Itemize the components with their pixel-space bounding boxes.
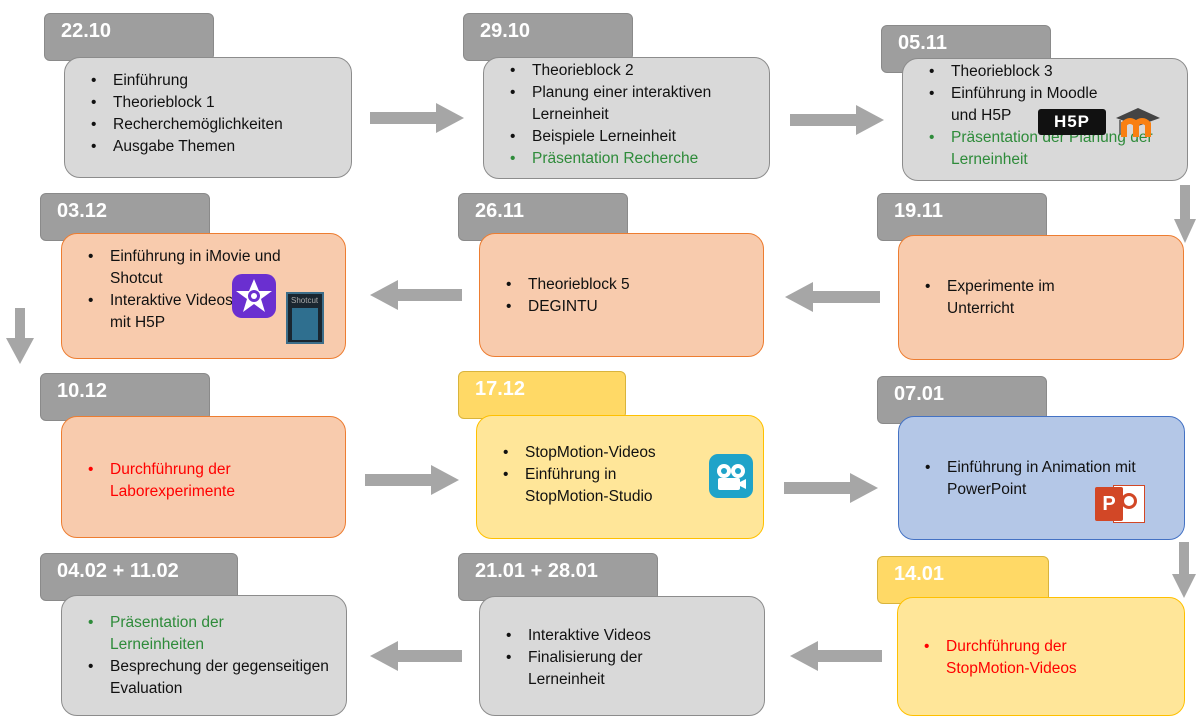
session-box-04-02-11-02: Präsentation der Lerneinheiten Besprechu… (61, 595, 347, 716)
session-box-05-11: Theorieblock 3 Einführung in Moodle und … (902, 58, 1188, 181)
h5p-logo-icon: H5P (1038, 109, 1106, 135)
session-box-26-11: Theorieblock 5 DEGINTU (479, 233, 764, 357)
list-item: Einführung in Moodle und H5P (923, 83, 1111, 127)
session-box-10-12: Durchführung der Laborexperimente (61, 416, 346, 538)
session-box-03-12: Einführung in iMovie und Shotcut Interak… (61, 233, 346, 359)
date-tab-19-11: 19.11 (877, 193, 1047, 241)
list-item: Experimente im Unterricht (919, 276, 1107, 320)
list-item: Finalisierung der Lerneinheit (500, 647, 698, 691)
session-box-19-11: Experimente im Unterricht (898, 235, 1184, 360)
session-box-17-12: StopMotion-Videos Einführung in StopMoti… (476, 415, 764, 539)
list-item: Beispiele Lerneinheit (504, 126, 759, 148)
arrow-down-icon (6, 308, 34, 364)
arrow-down-icon (1174, 185, 1196, 243)
list-item: Theorieblock 5 (500, 274, 753, 296)
date-tab-04-02-11-02: 04.02 + 11.02 (40, 553, 238, 601)
session-box-21-01-28-01: Interaktive Videos Finalisierung der Ler… (479, 596, 765, 716)
list-item: Planung einer interaktiven Lerneinheit (504, 82, 759, 126)
list-item: Besprechung der gegenseitigen Evaluation (82, 656, 350, 700)
list-item: Recherchemöglichkeiten (85, 114, 341, 136)
session-box-29-10: Theorieblock 2 Planung einer interaktive… (483, 57, 770, 179)
list-item: Interaktive Videos (500, 625, 754, 647)
arrow-left-icon (785, 282, 880, 312)
arrow-left-icon (370, 280, 462, 310)
arrow-down-icon (1172, 542, 1196, 598)
powerpoint-logo-icon: P (1095, 483, 1147, 525)
imovie-logo-icon (232, 274, 276, 318)
session-box-22-10: Einführung Theorieblock 1 Recherchemögli… (64, 57, 352, 178)
list-item: Präsentation Recherche (504, 148, 759, 170)
list-item: Präsentation der Lerneinheiten (82, 612, 290, 656)
date-tab-21-01-28-01: 21.01 + 28.01 (458, 553, 658, 601)
list-item: StopMotion-Videos (497, 442, 753, 464)
arrow-left-icon (790, 641, 882, 671)
list-item: DEGINTU (500, 296, 753, 318)
shotcut-logo-icon: Shotcut (286, 292, 324, 344)
list-item: Einführung in Animation mit PowerPoint (919, 457, 1187, 501)
stopmotion-logo-icon (709, 454, 753, 498)
shotcut-strip (292, 308, 318, 340)
date-tab-10-12: 10.12 (40, 373, 210, 421)
powerpoint-chart (1121, 493, 1137, 509)
arrow-right-icon (365, 465, 459, 495)
arrow-left-icon (370, 641, 462, 671)
arrow-right-icon (790, 105, 884, 135)
date-tab-14-01: 14.01 (877, 556, 1049, 604)
list-item: Theorieblock 3 (923, 61, 1177, 83)
list-item: Theorieblock 1 (85, 92, 341, 114)
list-item: Durchführung der Laborexperimente (82, 459, 310, 503)
session-box-14-01: Durchführung der StopMotion-Videos (897, 597, 1185, 716)
list-item: Theorieblock 2 (504, 60, 759, 82)
date-tab-17-12: 17.12 (458, 371, 626, 419)
arrow-right-icon (370, 103, 464, 133)
list-item: Einführung (85, 70, 341, 92)
session-box-07-01: Einführung in Animation mit PowerPoint P (898, 416, 1185, 540)
list-item: Durchführung der StopMotion-Videos (918, 636, 1136, 680)
list-item: Interaktive Videos mit H5P (82, 290, 240, 334)
arrow-right-icon (784, 473, 878, 503)
date-tab-22-10: 22.10 (44, 13, 214, 61)
powerpoint-letter: P (1095, 487, 1123, 521)
date-tab-29-10: 29.10 (463, 13, 633, 61)
list-item: Einführung in iMovie und Shotcut (82, 246, 335, 290)
moodle-logo-icon (1116, 108, 1160, 137)
list-item: Einführung in StopMotion-Studio (497, 464, 675, 508)
shotcut-label: Shotcut (291, 296, 319, 305)
list-item: Ausgabe Themen (85, 136, 341, 158)
